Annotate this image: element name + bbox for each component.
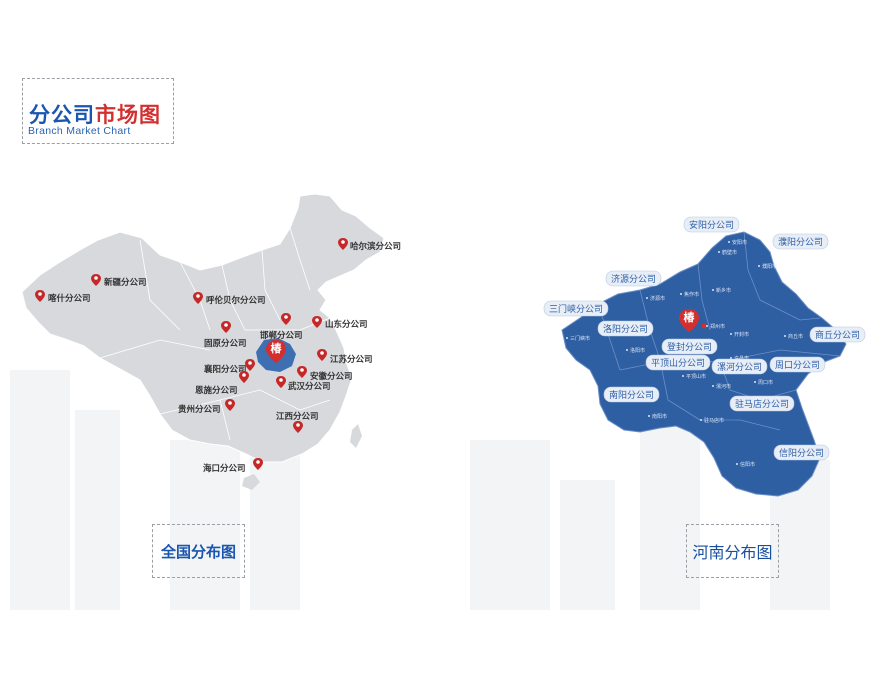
city-label-c-nanyang: 南阳市 [652,413,667,420]
branch-bubble-xinyang[interactable]: 信阳分公司 [773,444,830,461]
china-land [21,193,385,463]
city-dot [626,349,628,351]
china-caption-box: 全国分布图 [152,524,245,578]
branch-bubble-shangqiu[interactable]: 商丘分公司 [809,326,866,343]
city-dot [728,241,730,243]
city-label-c-zhoukou: 周口市 [758,379,773,386]
city-dot [712,289,714,291]
branch-bubble-label: 济源分公司 [611,273,656,285]
branch-bubble-label: 周口分公司 [775,360,820,371]
branch-label-jiangxi[interactable]: 江西分公司 [276,411,319,422]
city-dot [754,381,756,383]
henan-caption: 河南分布图 [692,543,773,562]
branch-bubble-puyang[interactable]: 濮阳分公司 [772,233,829,250]
city-dot [712,385,714,387]
city-label-c-pingdingshan: 平顶山市 [686,373,706,380]
branch-label-hulunbeier[interactable]: 呼伦贝尔分公司 [206,295,266,306]
title-box: 分公司市场图 Branch Market Chart [22,78,174,144]
china-map: 椿 [21,193,385,490]
branch-bubble-anyang[interactable]: 安阳分公司 [683,216,740,233]
branch-bubble-sanmenxia[interactable]: 三门峡分公司 [543,300,609,317]
city-dot [648,415,650,417]
branch-label-jiangsu[interactable]: 江苏分公司 [330,354,373,365]
company-logo-marker: 椿 [266,340,286,363]
branch-bubble-zhoukou[interactable]: 周口分公司 [769,356,826,373]
branch-label-shandong[interactable]: 山东分公司 [325,319,368,330]
branch-bubble-jiyuan[interactable]: 济源分公司 [605,270,662,287]
city-dot [736,463,738,465]
map-pin-icon[interactable] [253,458,263,470]
page-subtitle: Branch Market Chart [28,125,131,137]
henan-caption-box: 河南分布图 [686,524,779,578]
city-dot [758,265,760,267]
city-dot [700,419,702,421]
city-label-c-luoyang: 洛阳市 [630,347,645,354]
branch-bubble-label: 漯河分公司 [717,361,762,373]
city-dot [566,337,568,339]
branch-bubble-luoyang[interactable]: 洛阳分公司 [597,320,654,337]
branch-label-guyuan[interactable]: 固原分公司 [204,338,247,349]
city-dot [730,357,732,359]
city-label-c-sanmenxia: 三门峡市 [570,335,590,342]
page-title: 分公司市场图 [29,103,161,127]
city-label-c-kaifeng: 开封市 [734,331,749,338]
city-label-c-anyang: 安阳市 [732,239,747,246]
city-label-c-xinyang: 信阳市 [740,461,755,468]
branch-bubble-label: 平顶山分公司 [651,358,705,369]
branch-label-anhui[interactable]: 安徽分公司 [310,371,353,382]
city-dot [730,333,732,335]
city-label-c-shangqiu: 商丘市 [788,333,803,340]
branch-bubble-luohe[interactable]: 漯河分公司 [711,358,768,375]
branch-label-haikou[interactable]: 海口分公司 [203,463,246,474]
branch-label-wuhan[interactable]: 武汉分公司 [288,381,331,392]
city-label-c-luohe: 漯河市 [716,383,731,390]
branch-bubble-zhumadian[interactable]: 驻马店分公司 [729,395,795,412]
branch-label-xiangyang[interactable]: 襄阳分公司 [203,364,247,375]
branch-bubble-nanyang[interactable]: 南阳分公司 [603,386,660,403]
branch-bubble-label: 信阳分公司 [779,447,824,459]
branch-label-guizhou[interactable]: 贵州分公司 [178,404,221,415]
branch-bubble-label: 濮阳分公司 [778,236,823,248]
branch-label-handan[interactable]: 邯郸分公司 [260,330,303,341]
branch-label-haerbin[interactable]: 哈尔滨分公司 [350,241,401,252]
city-label-c-hebi: 鹤壁市 [722,249,737,256]
branch-bubble-label: 商丘分公司 [815,329,860,341]
hainan-island [242,474,260,490]
city-dot [706,325,708,327]
city-dot [718,251,720,253]
city-label-c-xinxiang: 新乡市 [716,287,731,294]
taiwan-island [350,424,362,448]
city-dot [680,293,682,295]
branch-label-enshi[interactable]: 恩施分公司 [195,385,238,396]
branch-bubble-label: 南阳分公司 [609,389,654,401]
city-label-c-xuchang: 许昌市 [734,355,749,362]
branch-label-kashi[interactable]: 喀什分公司 [48,293,91,304]
branch-bubble-label: 安阳分公司 [689,219,734,231]
svg-text:椿: 椿 [271,341,283,355]
branch-bubble-pingdingshan[interactable]: 平顶山分公司 [645,354,711,371]
branch-bubble-label: 登封分公司 [667,341,712,353]
city-dot [646,297,648,299]
svg-text:椿: 椿 [684,310,696,324]
branch-bubble-label: 三门峡分公司 [549,303,603,315]
city-label-c-jiyuan: 济源市 [650,295,665,302]
city-dot [784,335,786,337]
city-label-c-jiaozuo: 焦作市 [684,291,699,298]
city-label-c-zhengzhou: 郑州市 [710,323,725,330]
henan-city-labels: 安阳市鹤壁市濮阳市新乡市焦作市济源市三门峡市洛阳市郑州市开封市商丘市许昌市平顶山… [566,239,803,468]
branch-bubble-dengfeng[interactable]: 登封分公司 [661,338,718,355]
city-label-c-puyang: 濮阳市 [762,263,777,270]
branch-bubble-label: 洛阳分公司 [603,323,648,335]
branch-label-xinjiang[interactable]: 新疆分公司 [104,277,147,288]
company-logo-marker-henan: 椿 [679,309,699,332]
city-label-c-zhumadian: 驻马店市 [704,417,724,424]
china-caption: 全国分布图 [160,542,236,561]
city-dot [682,375,684,377]
zhengzhou-dot [701,323,707,329]
branch-bubble-label: 驻马店分公司 [735,398,789,410]
